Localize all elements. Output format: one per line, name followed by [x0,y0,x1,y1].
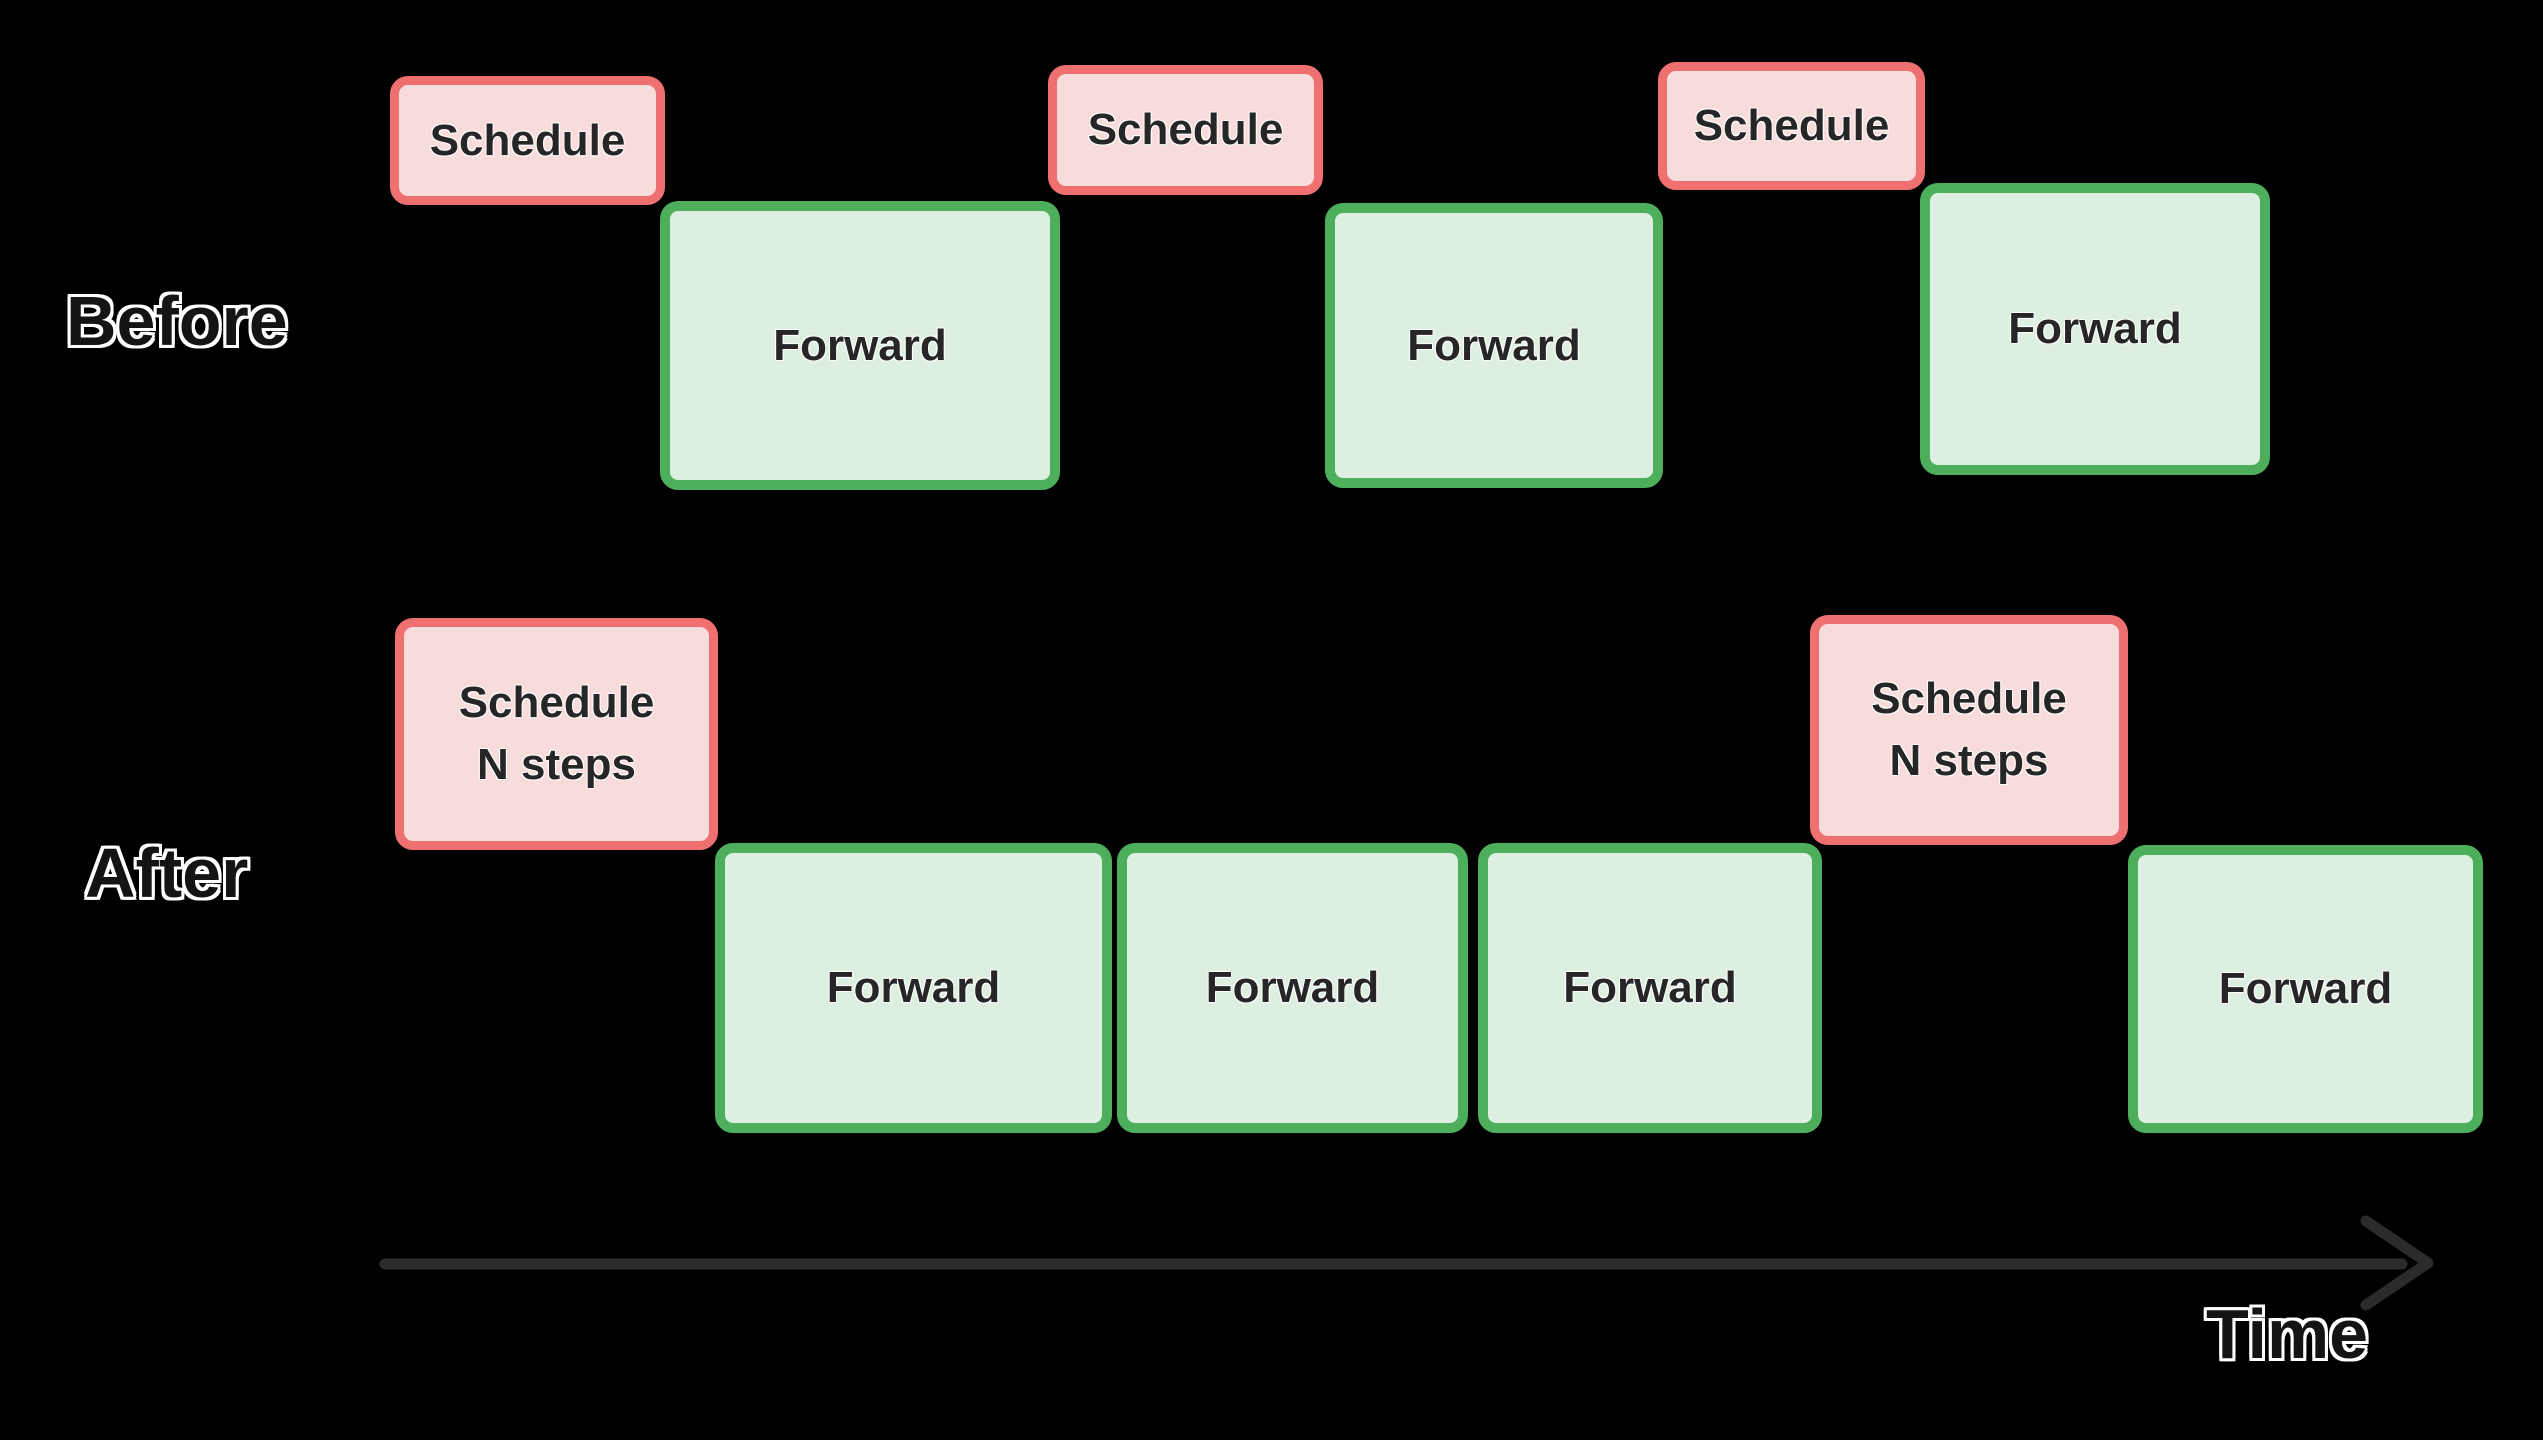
schedule-box-label: Schedule [429,115,626,165]
schedule-n-steps-label: Schedule N steps [1871,674,2067,785]
forward-box-label: Forward [1563,963,1737,1013]
schedule-n-steps-box: Schedule N steps [395,618,718,850]
forward-box-label: Forward [2218,964,2393,1014]
forward-box: Forward [2128,845,2483,1133]
forward-box: Forward [1117,843,1468,1133]
schedule-n-steps-label: Schedule N steps [458,678,655,789]
forward-box: Forward [1325,203,1663,488]
schedule-box: Schedule [1658,62,1925,190]
time-axis-label: Time [2206,1295,2369,1373]
forward-box-label: Forward [1407,320,1581,370]
forward-box-label: Forward [1205,963,1380,1013]
forward-box: Forward [1920,183,2270,475]
schedule-box: Schedule [390,76,665,205]
schedule-n-steps-box: Schedule N steps [1810,615,2128,845]
schedule-box-label: Schedule [1693,101,1890,151]
forward-box: Forward [660,201,1060,490]
before-row-label: Before [66,282,288,360]
forward-box: Forward [715,843,1112,1133]
schedule-box-label: Schedule [1087,105,1284,155]
forward-box-label: Forward [826,963,1001,1013]
forward-box-label: Forward [2008,304,2182,354]
schedule-box: Schedule [1048,65,1323,195]
forward-box-label: Forward [773,320,947,370]
forward-box: Forward [1478,843,1822,1133]
after-row-label: After [85,834,249,912]
